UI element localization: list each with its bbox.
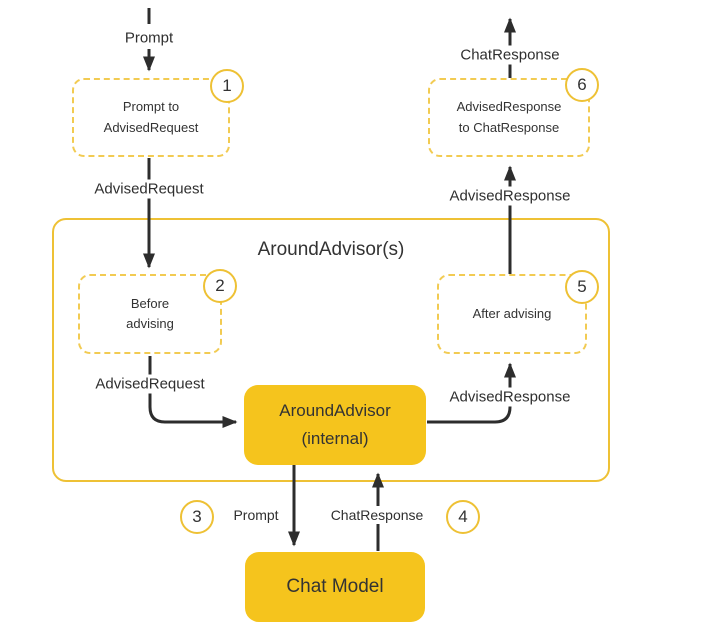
around-advisor-internal-label: AroundAdvisor (internal) — [279, 400, 391, 448]
label-advised-response-inner: AdvisedResponse — [444, 387, 576, 407]
label-prompt-in: Prompt — [119, 28, 179, 48]
step2-badge: 2 — [203, 269, 237, 303]
step6-box: AdvisedResponse to ChatResponse — [428, 78, 590, 157]
container-title: AroundAdvisor(s) — [257, 239, 405, 260]
step3-badge: 3 — [180, 500, 214, 534]
chat-model-label: Chat Model — [286, 576, 384, 597]
step4-badge: 4 — [446, 500, 480, 534]
step2-label: Before advising — [126, 295, 174, 331]
label-advised-response-out: AdvisedResponse — [444, 186, 576, 206]
label-chat-response-out: ChatResponse — [455, 45, 565, 65]
step2-box: Before advising — [78, 274, 222, 354]
label-chat-response-up: ChatResponse — [325, 506, 429, 524]
around-advisor-internal-box: AroundAdvisor (internal) — [244, 385, 426, 465]
arrow-internal-to-step5 — [427, 362, 516, 424]
step5-badge: 5 — [565, 270, 599, 304]
step6-label: AdvisedResponse to ChatResponse — [456, 99, 562, 135]
step6-badge: 6 — [565, 68, 599, 102]
step5-label: After advising — [472, 305, 552, 321]
step5-box: After advising — [437, 274, 587, 354]
label-advised-request-in: AdvisedRequest — [89, 179, 209, 199]
step1-badge: 1 — [210, 69, 244, 103]
label-prompt-down: Prompt — [228, 506, 284, 524]
label-advised-request-inner: AdvisedRequest — [90, 374, 210, 394]
arrow-step2-to-internal — [148, 356, 238, 428]
step1-label: Prompt to AdvisedRequest — [103, 99, 199, 135]
step1-box: Prompt to AdvisedRequest — [72, 78, 230, 157]
chat-model-box: Chat Model — [245, 552, 425, 622]
